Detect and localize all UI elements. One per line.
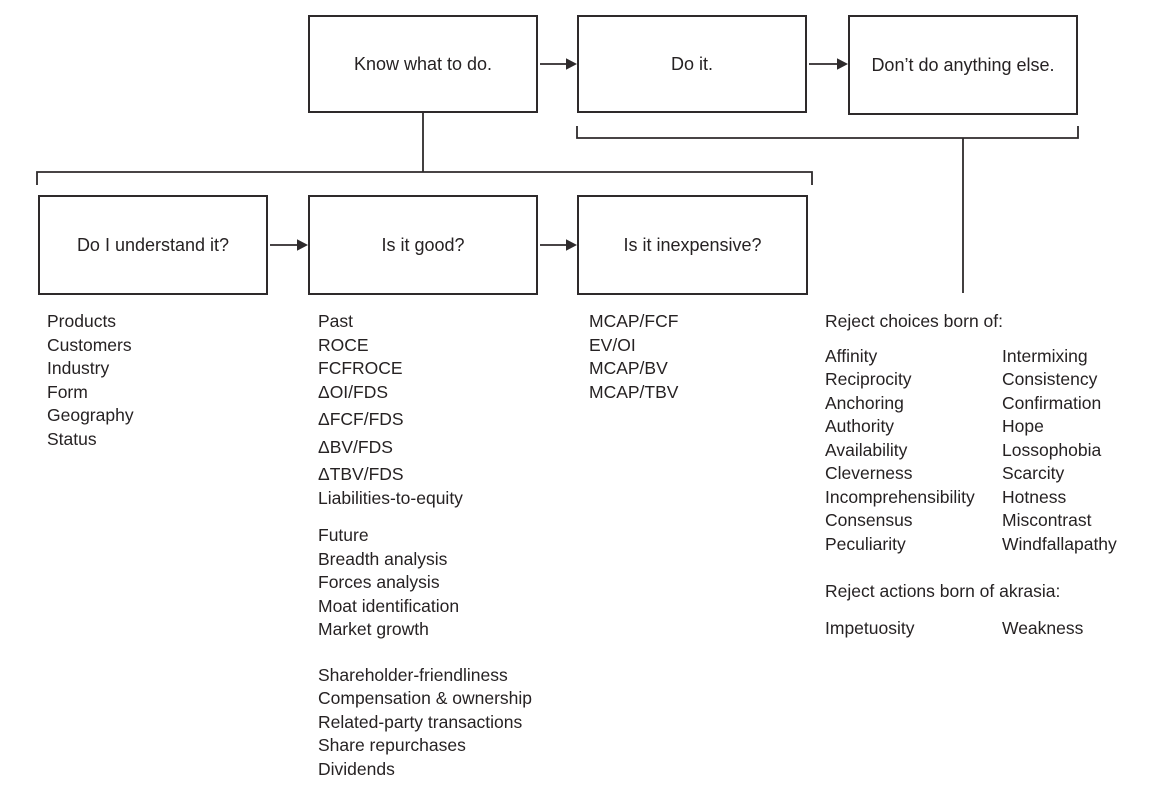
group-shareholder-friendliness: Shareholder-friendliness Compensation & … <box>318 664 532 782</box>
group-header-shareholder: Shareholder-friendliness <box>318 664 508 685</box>
list-item: Miscontrast <box>1002 510 1092 530</box>
reject-choices-col1: Affinity Reciprocity Anchoring Authority… <box>825 345 1002 557</box>
reject-akrasia-columns: Impetuosity Weakness <box>825 617 1160 641</box>
list-item: Form <box>47 381 88 402</box>
list-item: Affinity <box>825 345 878 366</box>
reject-choices-heading: Reject choices born of: <box>825 311 1004 331</box>
reject-akrasia-heading: Reject actions born of akrasia: <box>825 581 1061 601</box>
list-item: EV/OI <box>589 334 636 355</box>
list-item: Share repurchases <box>318 735 466 755</box>
list-item: Industry <box>47 358 110 378</box>
list-item: Consensus <box>825 510 913 530</box>
list-item: Reciprocity <box>825 369 912 389</box>
list-item: Hotness <box>1002 486 1067 507</box>
arrowhead-icon <box>566 239 577 251</box>
list-item: Weakness <box>1002 617 1084 638</box>
list-item: Intermixing <box>1002 345 1088 366</box>
node-is-it-inexpensive: Is it inexpensive? <box>577 195 808 295</box>
list-item: Related-party transactions <box>318 711 523 732</box>
future-items: Breadth analysis Forces analysis Moat id… <box>318 548 532 642</box>
list-item: Peculiarity <box>825 533 906 554</box>
reject-choices-col2: Intermixing Consistency Confirmation Hop… <box>1002 345 1160 557</box>
node-label: Do it. <box>670 53 713 74</box>
list-item: Compensation & ownership <box>318 688 533 708</box>
list-item: Market growth <box>318 619 429 639</box>
node-do-it: Do it. <box>577 15 807 113</box>
node-label: Is it inexpensive? <box>623 234 762 255</box>
reject-choices-columns: Affinity Reciprocity Anchoring Authority… <box>825 345 1160 557</box>
list-item: ΔBV/FDS <box>318 436 393 457</box>
list-item: ΔFCF/FDS <box>318 409 404 429</box>
understand-list: Products Customers Industry Form Geograp… <box>47 310 134 451</box>
list-item: Customers <box>47 334 132 355</box>
bracket-reject <box>576 126 1079 139</box>
list-item: Consistency <box>1002 369 1098 389</box>
node-label: Do I understand it? <box>76 234 230 255</box>
list-item: Incomprehensibility <box>825 486 975 507</box>
list-item: ROCE <box>318 334 369 355</box>
bracket-questions <box>36 171 813 185</box>
group-header-past: Past <box>318 311 354 331</box>
list-item: ΔOI/FDS <box>318 381 389 402</box>
node-do-i-understand-it: Do I understand it? <box>38 195 268 295</box>
node-label: Know what to do. <box>353 53 493 74</box>
inexpensive-list: MCAP/FCF EV/OI MCAP/BV MCAP/TBV <box>589 310 678 404</box>
list-item: Cleverness <box>825 463 913 483</box>
list-item: Availability <box>825 439 908 460</box>
arrowhead-icon <box>297 239 308 251</box>
node-label: Don’t do anything else. <box>871 54 1055 75</box>
list-item: Forces analysis <box>318 572 440 592</box>
list-item: MCAP/TBV <box>589 381 679 402</box>
shareholder-items: Compensation & ownership Related-party t… <box>318 687 532 781</box>
list-item: FCFROCE <box>318 358 403 378</box>
group-header-future: Future <box>318 525 369 545</box>
good-list: Past ROCE FCFROCE ΔOI/FDS ΔFCF/FDS ΔBV/F… <box>318 310 532 781</box>
list-item: Authority <box>825 416 895 436</box>
node-label: Is it good? <box>381 234 465 255</box>
list-item: Status <box>47 428 97 449</box>
list-item: Impetuosity <box>825 617 915 638</box>
list-item: Products <box>47 311 117 331</box>
list-item: Moat identification <box>318 595 460 616</box>
list-item: Hope <box>1002 416 1044 436</box>
list-item: MCAP/BV <box>589 358 668 378</box>
list-item: Geography <box>47 405 134 425</box>
list-item: Liabilities-to-equity <box>318 487 463 508</box>
list-item: Windfallapathy <box>1002 533 1117 554</box>
arrowhead-icon <box>566 58 577 70</box>
list-item: Dividends <box>318 758 395 779</box>
list-item: MCAP/FCF <box>589 311 679 331</box>
list-item: Scarcity <box>1002 463 1065 483</box>
list-item: ΔTBV/FDS <box>318 464 404 484</box>
list-item: Confirmation <box>1002 392 1102 413</box>
node-know-what-to-do: Know what to do. <box>308 15 538 113</box>
node-dont-do-anything-else: Don’t do anything else. <box>848 15 1078 115</box>
list-item: Anchoring <box>825 392 904 413</box>
past-items: ROCE FCFROCE ΔOI/FDS ΔFCF/FDS ΔBV/FDS ΔT… <box>318 334 532 511</box>
list-item: Breadth analysis <box>318 548 448 569</box>
arrowhead-icon <box>837 58 848 70</box>
list-item: Lossophobia <box>1002 439 1102 460</box>
group-future: Future Breadth analysis Forces analysis … <box>318 524 532 642</box>
group-past: Past ROCE FCFROCE ΔOI/FDS ΔFCF/FDS ΔBV/F… <box>318 310 532 510</box>
reject-section: Reject choices born of: Affinity Recipro… <box>825 310 1160 640</box>
node-is-it-good: Is it good? <box>308 195 538 295</box>
